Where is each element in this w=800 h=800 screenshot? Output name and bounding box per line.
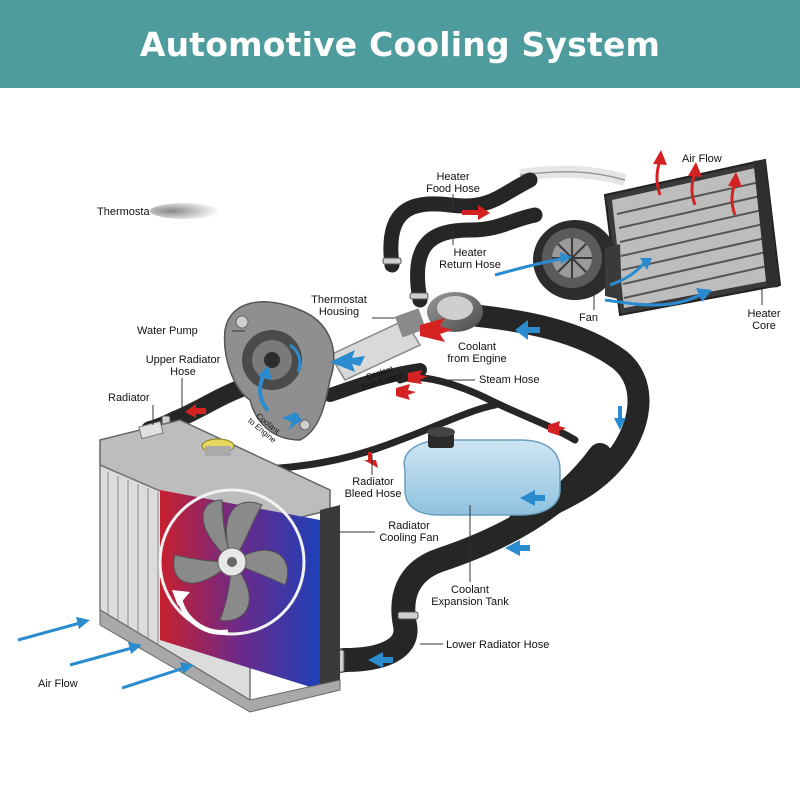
leader-lines [152,194,763,645]
label-water-pump: Water Pump [137,325,198,337]
blower-fan [533,220,622,300]
title-banner: Automotive Cooling System [0,0,800,88]
label-air-flow-top: Air Flow [682,153,722,165]
label-thermostat: Thermosta [97,206,150,218]
heater-food-hose [383,172,538,273]
label-lower-radiator-hose: Lower Radiator Hose [446,639,550,651]
label-air-flow-bottom: Air Flow [38,678,78,690]
hot-flow-arrows [185,150,742,468]
page-title: Automotive Cooling System [139,24,661,64]
thermostat-housing [328,292,483,381]
coolant-expansion-tank [403,427,561,516]
cold-flow-arrows [17,252,712,690]
label-fan: Fan [579,312,598,324]
label-steam-hose: Steam Hose [479,374,540,386]
radiator-cooling-fan [158,488,306,636]
label-radiator: Radiator [108,392,150,404]
water-pump [223,301,335,441]
image-smudge [150,203,220,219]
heater-return-hose [409,207,543,308]
coolant-from-engine-hose [323,363,427,402]
